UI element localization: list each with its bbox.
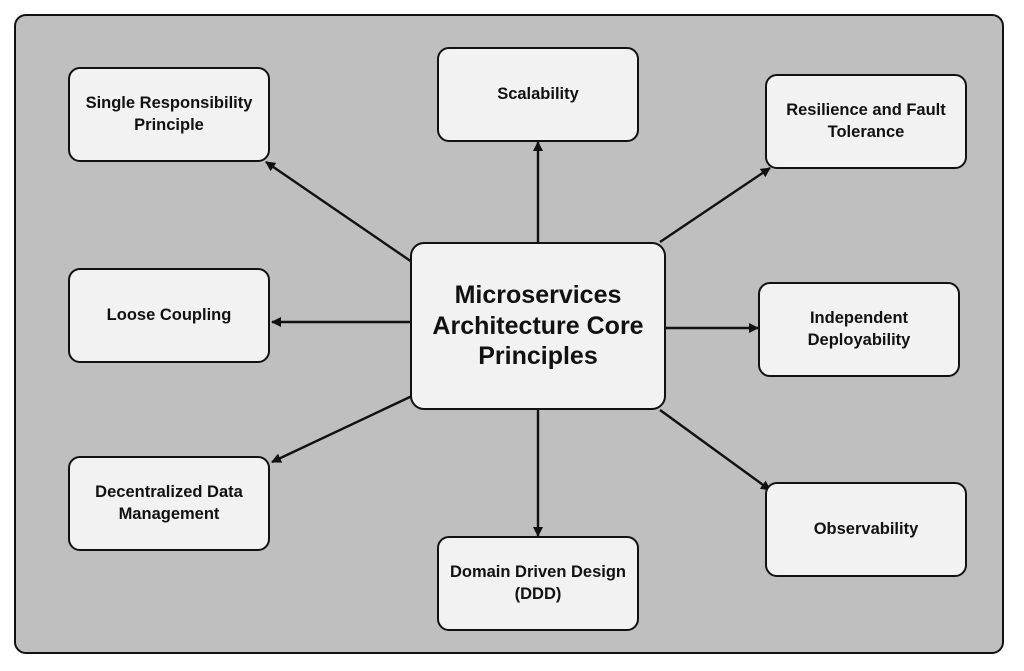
principle-label: Scalability [497,84,579,103]
principle-label: Observability [813,519,919,538]
principle-node-independent-deployability: Independent Deployability [758,282,960,377]
principle-label: Single Responsibility Principle [85,94,253,134]
arrow-to-decentralized-data [271,394,413,464]
principle-label: Decentralized Data Management [95,483,243,523]
principle-label: Loose Coupling [106,305,232,324]
principle-node-resilience: Resilience and Fault Tolerance [765,74,967,169]
central-concept-node: Microservices Architecture Core Principl… [410,242,666,410]
principle-label: Domain Driven Design (DDD) [449,563,627,603]
principle-node-domain-driven-design: Domain Driven Design (DDD) [437,536,639,631]
principle-node-single-responsibility: Single Responsibility Principle [68,67,270,162]
principle-node-loose-coupling: Loose Coupling [68,268,270,363]
arrow-to-resilience [659,167,771,243]
arrow-to-observability [659,409,771,491]
principle-label: Independent Deployability [807,309,911,349]
principle-node-decentralized-data: Decentralized Data Management [68,456,270,551]
principle-node-scalability: Scalability [437,47,639,142]
principle-label: Resilience and Fault Tolerance [786,101,946,141]
central-concept-label: Microservices Architecture Core Principl… [432,281,644,371]
arrow-to-single-responsibility [265,161,413,263]
principle-node-observability: Observability [765,482,967,577]
